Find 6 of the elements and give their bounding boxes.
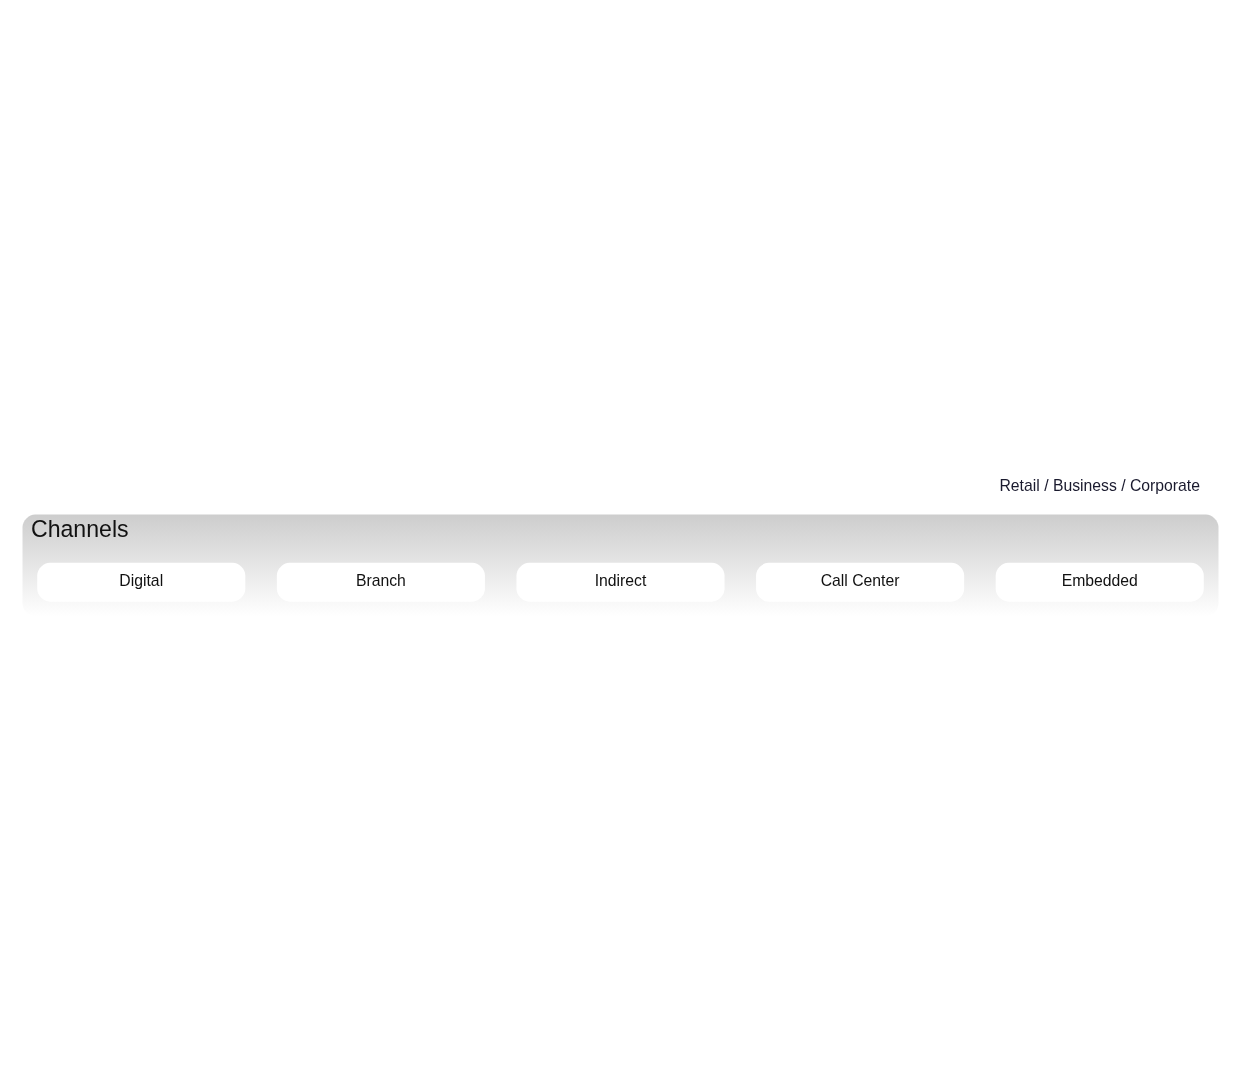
node-box: Indirect xyxy=(516,562,725,602)
node-box: Embedded xyxy=(995,562,1204,602)
node-box: Call Center xyxy=(756,562,965,602)
label: Retail / Business / Corporate xyxy=(999,476,1200,494)
node-box: Digital xyxy=(37,562,246,602)
node-box: Branch xyxy=(276,562,485,602)
